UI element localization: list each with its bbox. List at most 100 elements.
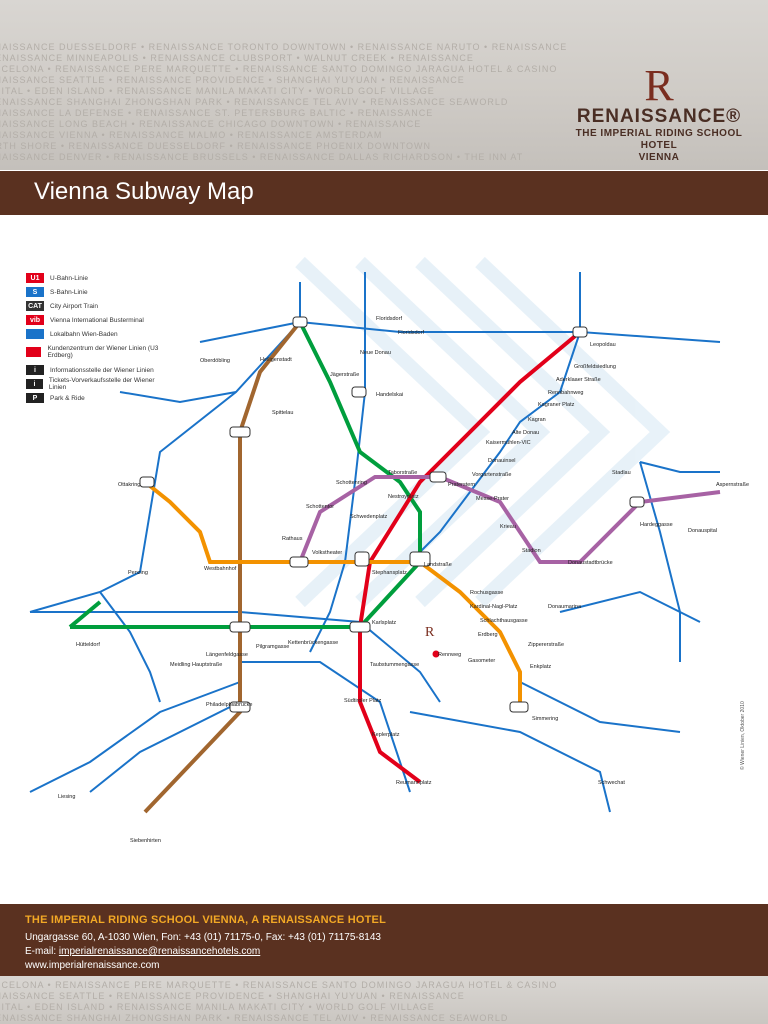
legend-row: S S-Bahn-Linie: [26, 286, 166, 298]
station-label: Simmering: [532, 716, 559, 722]
legend-symbol: i: [26, 379, 43, 389]
station-label: Jägerstraße: [330, 372, 360, 378]
legend-row: P Park & Ride: [26, 392, 166, 404]
map-legend: U1 U-Bahn-Linie S S-Bahn-Linie CAT City …: [26, 272, 166, 406]
station-label: Kagraner Platz: [538, 402, 575, 408]
header-band: RENAISSANCE DUESSELDORF • RENAISSANCE TO…: [0, 0, 768, 170]
legend-symbol: CAT: [26, 301, 44, 311]
station-label: Rathaus: [282, 536, 303, 542]
line-u3: [143, 480, 522, 707]
station-label: Neue Donau: [360, 350, 391, 356]
station-label: Leopoldau: [590, 342, 616, 348]
station-label: Großfeldsiedlung: [574, 364, 616, 370]
band-text-line: RENAISSANCE DENVER • RENAISSANCE BRUSSEL…: [0, 152, 524, 162]
hotel-marker: R: [425, 625, 441, 659]
legend-row: Lokalbahn Wien-Baden: [26, 328, 166, 340]
station-label: Stephansplatz: [372, 570, 407, 576]
legend-label: U-Bahn-Linie: [50, 274, 88, 282]
bottom-band: BARCELONA • RENAISSANCE PERE MARQUETTE •…: [0, 976, 768, 1024]
footer-email-label: E-mail:: [25, 946, 57, 957]
station-label: Kaisermühlen-VIC: [486, 440, 531, 446]
station-label: Siebenhirten: [130, 838, 161, 844]
band-text-line: RENAISSANCE SEATTLE • RENAISSANCE PROVID…: [0, 991, 465, 1001]
map-svg: R: [29, 256, 721, 814]
station-label: Pilgramgasse: [256, 644, 290, 650]
band-text-line: CAPITAL • EDEN ISLAND • RENAISSANCE MANI…: [0, 86, 435, 96]
legend-row: vib Vienna International Busterminal: [26, 314, 166, 326]
station-label: Schlachthausgasse: [480, 618, 528, 624]
station-label: Krieau: [500, 524, 516, 530]
station-label: Volkstheater: [312, 550, 343, 556]
station-label: Taborstraße: [388, 470, 418, 476]
station-label: Penzing: [128, 570, 148, 576]
title-bar: Vienna Subway Map: [0, 171, 768, 215]
station-label: Südtiroler Platz: [344, 698, 382, 704]
station-label: Gasometer: [468, 658, 496, 664]
legend-label: Park & Ride: [50, 394, 85, 402]
subway-map: R U1 U-Bahn-Linie S S-Bahn-Linie CAT Cit…: [0, 232, 768, 872]
legend-row: i Tickets-Vorverkaufsstelle der Wiener L…: [26, 377, 166, 391]
footer-address: Ungargasse 60, A-1030 Wien, Fon: +43 (01…: [25, 932, 381, 943]
station-label: Kagran: [528, 417, 546, 423]
legend-symbol: S: [26, 287, 44, 297]
station-label: Messe-Prater: [476, 496, 510, 502]
station-label: Spittelau: [272, 410, 294, 416]
brand-name: RENAISSANCE®: [576, 106, 742, 127]
station-label: Westbahnhof: [204, 566, 237, 572]
band-text-line: • RENAISSANCE SHANGHAI ZHONGSHAN PARK • …: [0, 1013, 509, 1023]
station-label: Praterstern: [448, 482, 476, 488]
legend-label: S-Bahn-Linie: [50, 288, 88, 296]
legend-symbol: [26, 329, 44, 339]
station-label: Aspernstraße: [716, 482, 750, 488]
footer-email-link[interactable]: imperialrenaissance@renaissancehotels.co…: [58, 946, 261, 957]
logo-letter: R: [644, 61, 674, 110]
map-watermark: [295, 256, 671, 608]
brand-subtitle: THE IMPERIAL RIDING SCHOOL HOTEL: [575, 128, 743, 151]
band-text-line: RENAISSANCE SEATTLE • RENAISSANCE PROVID…: [0, 75, 465, 85]
page-title: Vienna Subway Map: [34, 178, 254, 205]
legend-row: U1 U-Bahn-Linie: [26, 272, 166, 284]
line-u4-west: [68, 600, 102, 629]
station-label: Philadelphiabrücke: [206, 702, 253, 708]
station-label: Ottakring: [118, 482, 141, 488]
station-label: Karlsplatz: [372, 620, 397, 626]
band-text-line: BARCELONA • RENAISSANCE PERE MARQUETTE •…: [0, 64, 558, 74]
footer-email-line: E-mail: imperialrenaissance@renaissanceh…: [25, 946, 260, 957]
station-label: Vorgartenstraße: [472, 472, 512, 478]
station-label: Donauinsel: [488, 458, 516, 464]
footer-website[interactable]: www.imperialrenaissance.com: [25, 960, 160, 971]
station-markers: [139, 316, 645, 713]
band-text-line: NORTH SHORE • RENAISSANCE DUESSELDORF • …: [0, 141, 432, 151]
station-label: Erdberg: [478, 632, 498, 638]
band-text-line: RENAISSANCE LONG BEACH • RENAISSANCE CHI…: [0, 119, 422, 129]
legend-symbol: vib: [26, 315, 44, 325]
station-label: Nestroyplatz: [388, 494, 419, 500]
station-label: Zippererstraße: [528, 642, 565, 648]
band-text-line: • RENAISSANCE MINNEAPOLIS • RENAISSANCE …: [0, 53, 474, 63]
station-label: Stadlau: [612, 470, 631, 476]
station-label: Längenfeldgasse: [206, 652, 248, 658]
footer: THE IMPERIAL RIDING SCHOOL VIENNA, A REN…: [0, 904, 768, 976]
station-label: Kardinal-Nagl-Platz: [470, 604, 518, 610]
station-label: Meidling Hauptstraße: [170, 662, 223, 668]
station-label: Hardeggasse: [640, 522, 673, 528]
station-label: Donaustadtbrücke: [568, 560, 613, 566]
legend-row: Kundenzentrum der Wiener Linien (U3 Erdb…: [26, 342, 166, 362]
legend-label: City Airport Train: [50, 302, 99, 310]
legend-row: CAT City Airport Train: [26, 300, 166, 312]
station-label: Landstraße: [424, 562, 452, 568]
brand-city: VIENNA: [638, 152, 680, 163]
station-label: Schwedenplatz: [350, 514, 388, 520]
legend-symbol: i: [26, 365, 44, 375]
station-label: Aderklaaer Straße: [556, 377, 601, 383]
station-label: Enkplatz: [530, 664, 552, 670]
station-label: Donaumarina: [548, 604, 582, 610]
station-label: Alte Donau: [512, 430, 540, 436]
map-copyright: © Wiener Linien, Oktober 2010: [740, 701, 746, 770]
station-label: Schwechat: [598, 780, 625, 786]
station-label: Liesing: [58, 794, 76, 800]
legend-label: Kundenzentrum der Wiener Linien (U3 Erdb…: [47, 345, 159, 359]
station-label: Hütteldorf: [76, 642, 100, 648]
station-label: Heiligenstadt: [260, 357, 292, 363]
band-text-line: RENAISSANCE VIENNA • RENAISSANCE MALMO •…: [0, 130, 383, 140]
